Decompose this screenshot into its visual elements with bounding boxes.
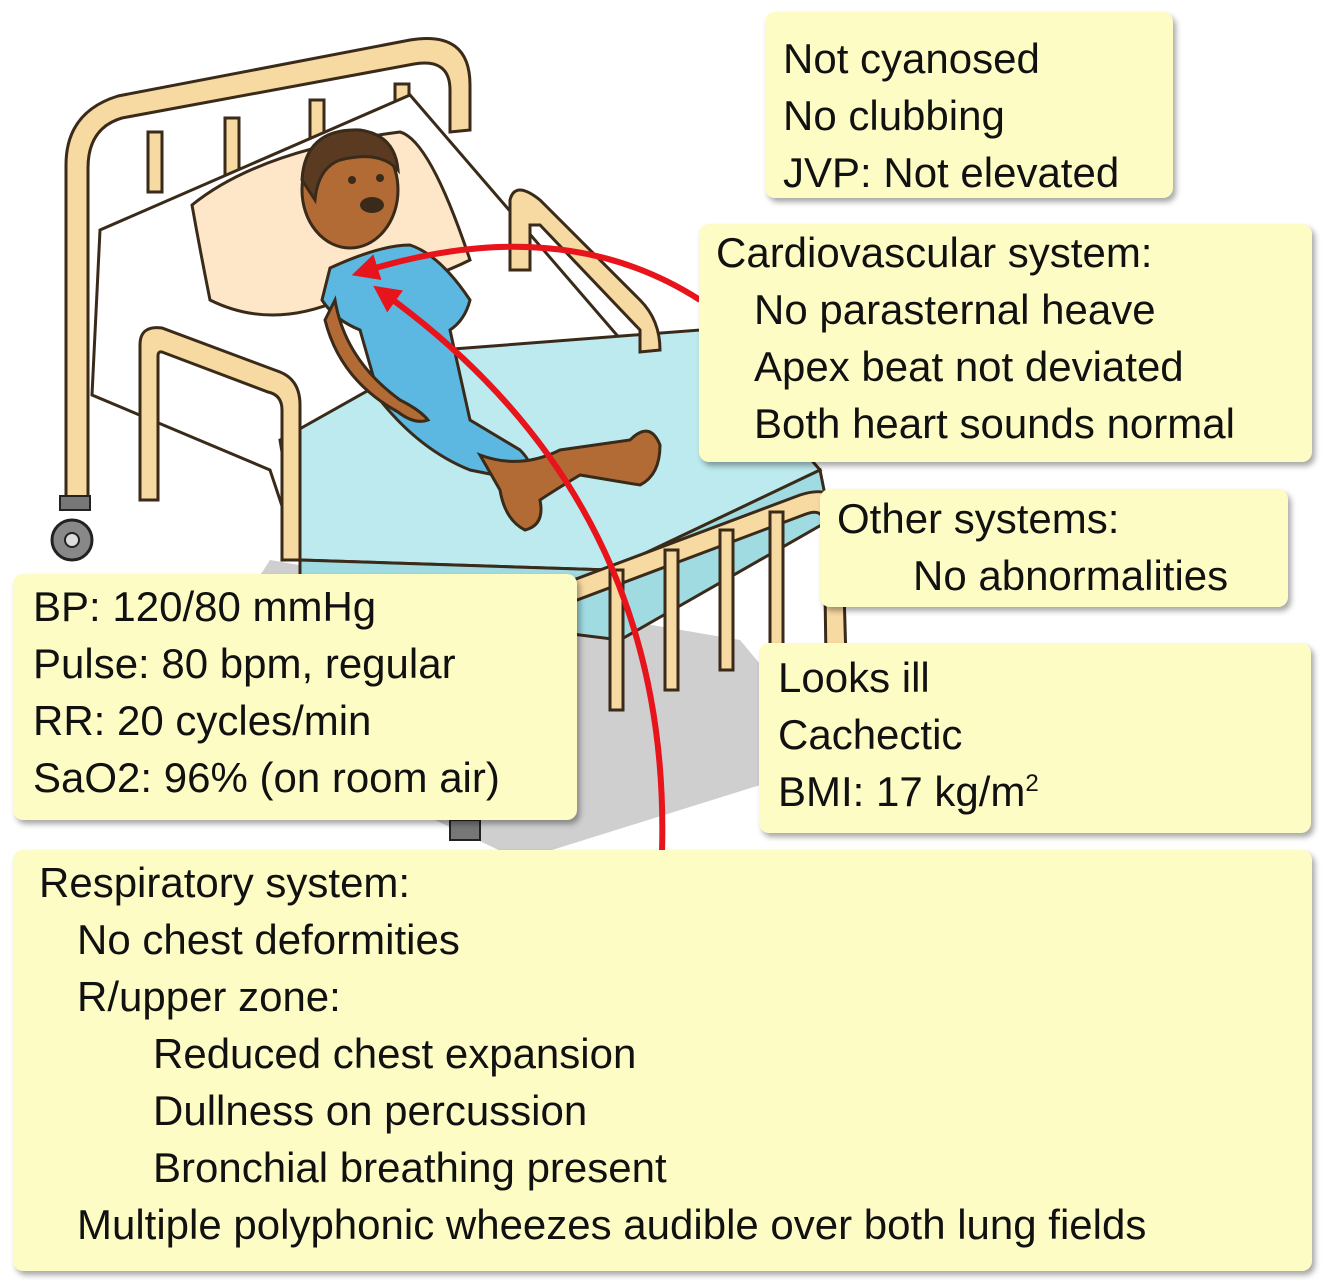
respiratory-note: Respiratory system: No chest deformities… [13, 850, 1312, 1271]
other-heading: Other systems: [837, 495, 1120, 542]
vital-bp: BP: 120/80 mmHg [33, 583, 377, 630]
general-line: No clubbing [783, 92, 1005, 139]
cvs-finding: Apex beat not deviated [754, 343, 1184, 390]
resp-zone-finding: Dullness on percussion [153, 1087, 588, 1134]
bed-wheel-left [50, 495, 94, 562]
bmi-text: BMI: 17 kg/m [778, 768, 1026, 815]
vital-pulse: Pulse: 80 bpm, regular [33, 640, 456, 687]
cvs-heading: Cardiovascular system: [716, 229, 1153, 276]
general-line: JVP: Not elevated [783, 149, 1120, 196]
cardiovascular-note: Cardiovascular system: No parasternal he… [699, 224, 1312, 462]
vital-rr: RR: 20 cycles/min [33, 697, 372, 744]
resp-zone-finding: Reduced chest expansion [153, 1030, 637, 1077]
appearance-line: Cachectic [778, 711, 963, 758]
other-systems-note: Other systems: No abnormalities [820, 489, 1288, 607]
resp-chest: No chest deformities [77, 916, 460, 963]
appearance-line: Looks ill [778, 654, 930, 701]
bmi-line: BMI: 17 kg/m2 [778, 763, 1311, 820]
bed-wheel-center [449, 819, 481, 841]
vital-signs-note: BP: 120/80 mmHg Pulse: 80 bpm, regular R… [13, 574, 577, 820]
appearance-note: Looks ill Cachectic BMI: 17 kg/m2 [759, 643, 1311, 833]
resp-wheezes: Multiple polyphonic wheezes audible over… [77, 1201, 1147, 1248]
resp-heading: Respiratory system: [39, 859, 411, 906]
general-signs-note: Not cyanosed No clubbing JVP: Not elevat… [765, 12, 1173, 198]
other-finding: No abnormalities [913, 552, 1229, 599]
cvs-finding: No parasternal heave [754, 286, 1156, 333]
patient-head [300, 128, 400, 250]
cvs-finding: Both heart sounds normal [754, 400, 1235, 447]
bmi-exponent: 2 [1025, 770, 1039, 797]
vital-sao2: SaO2: 96% (on room air) [33, 754, 500, 801]
general-line: Not cyanosed [783, 35, 1040, 82]
resp-zone: R/upper zone: [77, 973, 341, 1020]
bed-siderail [138, 326, 302, 562]
resp-zone-finding: Bronchial breathing present [153, 1144, 667, 1191]
